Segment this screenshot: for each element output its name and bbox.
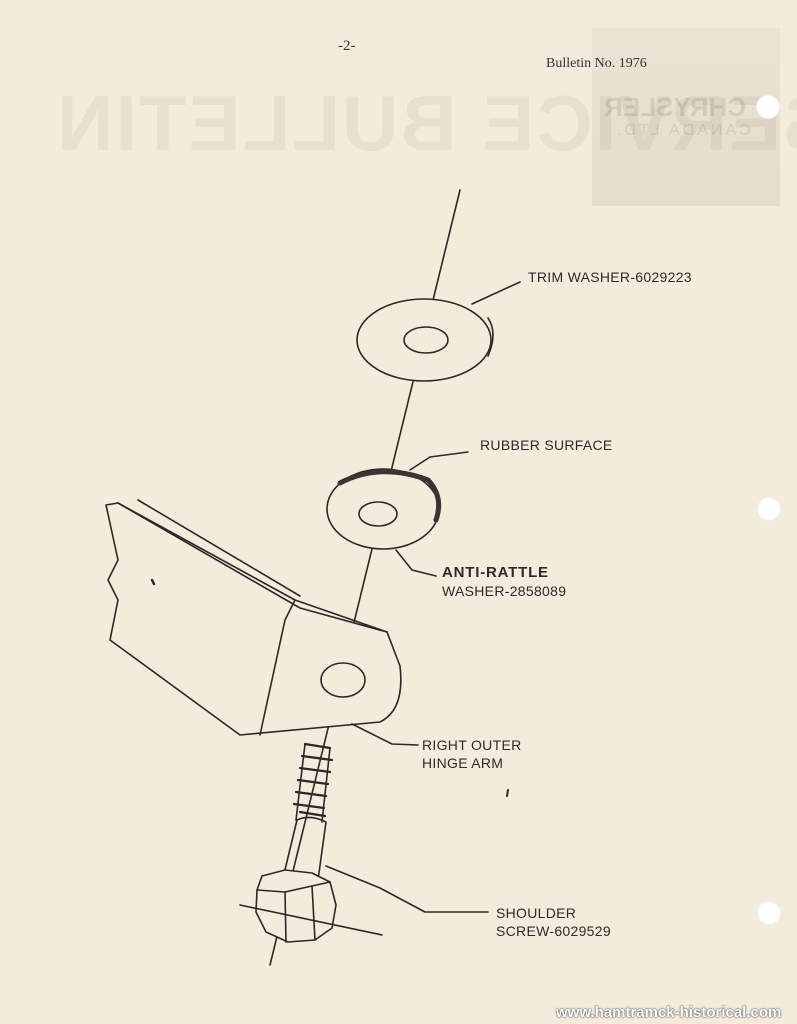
- website-watermark: www.hamtramck-historical.com: [556, 1004, 782, 1021]
- trim-washer-part: [356, 298, 494, 382]
- anti-rattle-label-line2: WASHER-2858089: [442, 583, 567, 599]
- hinge-arm-leader: [351, 723, 419, 746]
- punch-hole-middle: [757, 497, 781, 521]
- trim-washer-leader: [471, 281, 521, 305]
- hinge-arm-label-line1: RIGHT OUTER: [422, 737, 522, 753]
- punch-hole-bottom: [757, 901, 781, 925]
- trim-washer-label: TRIM WASHER-6029223: [528, 269, 692, 285]
- screw-head-line: [239, 904, 383, 936]
- anti-rattle-washer-part: [326, 468, 442, 550]
- anti-rattle-leader: [395, 549, 437, 577]
- rubber-surface-leader: [409, 451, 469, 471]
- anti-rattle-label-line1: ANTI-RATTLE: [442, 564, 549, 581]
- hinge-arm-part: [105, 499, 402, 736]
- rubber-surface-label: RUBBER SURFACE: [480, 437, 613, 453]
- page-number: -2-: [338, 38, 356, 54]
- ink-mark: [506, 789, 509, 797]
- shoulder-screw-leader: [325, 865, 489, 913]
- shoulder-screw-label-line1: SHOULDER: [496, 905, 577, 921]
- punch-hole-top: [756, 95, 780, 119]
- bulletin-number: Bulletin No. 1976: [546, 56, 647, 71]
- shoulder-screw-part: [239, 742, 383, 943]
- hinge-arm-label-line2: HINGE ARM: [422, 755, 504, 771]
- brand-block: [592, 28, 780, 206]
- shoulder-screw-label-line2: SCREW-6029529: [496, 923, 611, 939]
